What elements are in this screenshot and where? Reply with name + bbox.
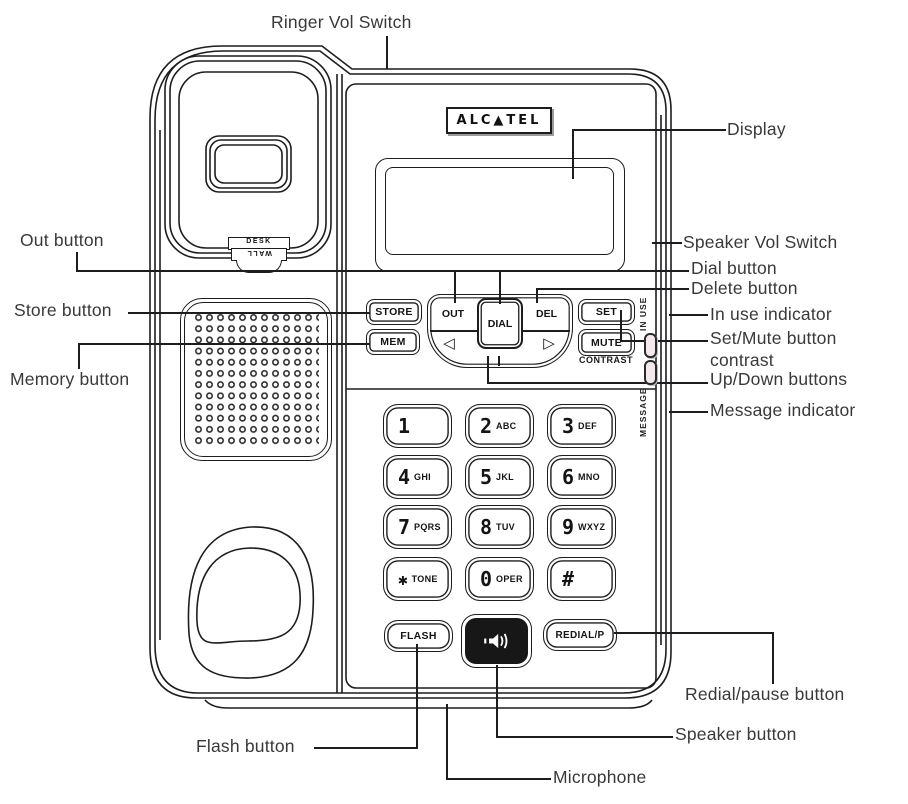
leader-redial-v [772,632,774,684]
right-arrow-button: ▷ [543,334,555,352]
key-hash: # [547,557,616,601]
leader-memory-v [78,343,80,369]
callout-speaker-vol: Speaker Vol Switch [683,232,838,252]
callout-redial: Redial/pause button [685,684,845,704]
speaker-button-face [465,618,528,664]
flash-button: FLASH [384,620,453,652]
callout-dial: Dial button [691,258,777,278]
key-3: 3 DEF [547,404,616,448]
leader-out-drop [454,270,456,303]
memory-button: MEM [366,329,420,355]
leader-message [669,411,708,413]
contrast-label: CONTRAST [579,355,633,365]
delete-button: DEL [536,308,557,320]
leader-speaker-btn-h [496,736,673,738]
callout-flash: Flash button [196,736,295,756]
callout-out: Out button [20,230,104,250]
leader-updown-h [487,382,708,384]
leader-out-dial-h [76,270,689,272]
speaker-button [461,614,532,668]
speaker-icon [483,633,507,649]
leader-microphone-h [446,778,551,780]
leader-flash-h [314,747,418,749]
callout-ringer-vol: Ringer Vol Switch [271,12,412,32]
key-5: 5 JKL [465,455,534,499]
callout-message: Message indicator [710,400,856,420]
callout-set-mute: Set/Mute button [710,328,837,348]
key-9: 9 WXYZ [547,505,616,549]
key-2: 2 ABC [465,404,534,448]
leader-display-h [572,129,726,131]
speaker-grille-inner [184,302,328,457]
in-use-indicator-label: IN USE [638,296,648,331]
key-0: 0 OPER [465,557,534,601]
display-screen [385,167,614,255]
leader-set-mute-v [620,310,622,342]
leader-in-use [669,314,708,316]
leader-speaker-vol [652,242,682,244]
set-button: SET [578,299,635,325]
callout-microphone: Microphone [553,767,647,787]
key-6: 6 MNO [547,455,616,499]
callout-in-use: In use indicator [710,304,832,324]
callout-memory: Memory button [10,369,130,389]
desk-wall-switch: DESK WALL [228,237,290,274]
redial-button: REDIAL/P [543,619,617,651]
leader-delete-v [536,288,538,303]
store-button: STORE [366,299,422,325]
callout-store: Store button [14,300,112,320]
out-button: OUT [441,308,465,320]
callout-up-down: Up/Down buttons [710,369,848,389]
leader-set-mute-h [620,340,708,342]
callout-contrast: contrast [710,350,774,370]
leader-delete-h [536,288,689,290]
mute-button: MUTE [578,329,635,356]
leader-memory-h [78,343,370,345]
callout-delete: Delete button [691,278,798,298]
left-arrow-button: ◁ [443,334,455,352]
message-led [644,360,657,385]
key-star: ✱ TONE [383,557,452,601]
leader-flash-v [416,644,418,749]
key-8: 8 TUV [465,505,534,549]
leader-ringer [386,36,388,69]
callout-display: Display [727,119,786,139]
alcatel-logo: ALC▲TEL [446,107,552,134]
leader-redial-h [614,632,774,634]
leader-out-v [76,252,78,272]
in-use-led [644,333,657,358]
leader-updown-v [487,356,489,384]
speaker-grille [180,298,332,461]
cluster-bottom-tick [498,356,500,366]
leader-microphone-v [446,704,448,780]
leader-dial-drop [499,270,501,304]
leader-display-v [572,129,574,179]
key-1: 1 [383,404,452,448]
dial-button: DIAL [477,298,523,349]
key-7: 7 PQRS [383,505,452,549]
message-indicator-label: MESSAGE [638,387,648,437]
speaker-grille-holes [193,312,319,447]
leader-store [128,312,370,314]
key-4: 4 GHI [383,455,452,499]
leader-speaker-btn-v [496,665,498,738]
callout-speaker-btn: Speaker button [675,724,797,744]
